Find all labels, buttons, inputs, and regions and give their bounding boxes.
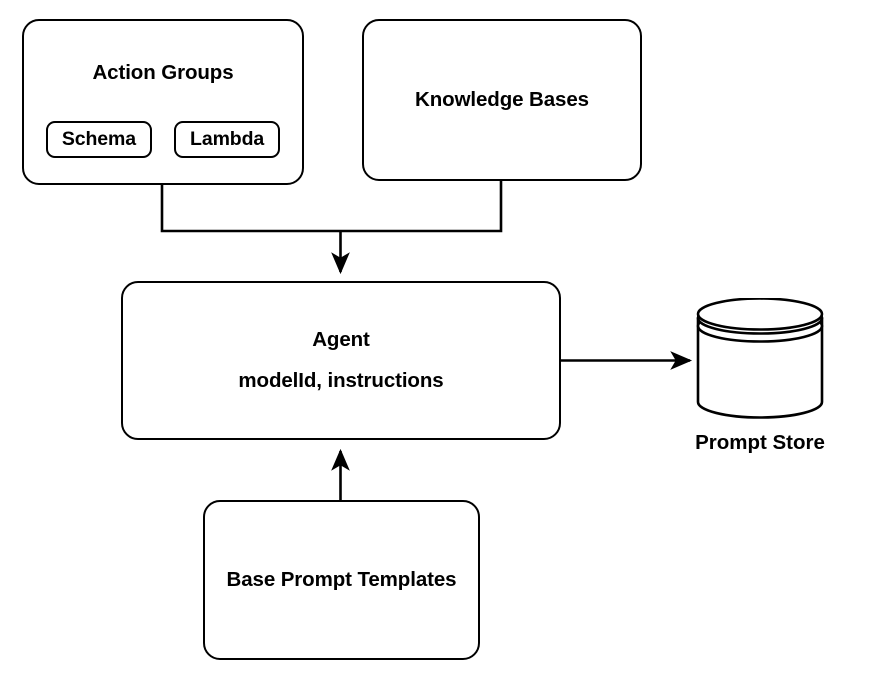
agent-subtitle: modelId, instructions (238, 369, 444, 392)
prompt-store-label: Prompt Store (695, 431, 825, 454)
lambda-label: Lambda (190, 128, 265, 150)
node-action-groups[interactable]: Action Groups Schema Lambda (22, 19, 304, 185)
node-base-prompt-templates[interactable]: Base Prompt Templates (203, 500, 480, 660)
node-knowledge-bases[interactable]: Knowledge Bases (362, 19, 642, 181)
action-groups-children: Schema Lambda (24, 121, 302, 158)
knowledge-bases-label: Knowledge Bases (415, 88, 589, 111)
base-prompt-templates-label: Base Prompt Templates (226, 568, 457, 591)
node-agent[interactable]: Agent modelId, instructions (121, 281, 561, 440)
database-icon (696, 298, 824, 419)
node-schema[interactable]: Schema (45, 121, 153, 158)
node-lambda[interactable]: Lambda (174, 121, 281, 158)
agent-title: Agent (312, 328, 370, 351)
action-groups-label: Action Groups (92, 61, 234, 84)
schema-label: Schema (61, 128, 137, 150)
edge-sources-to-agent (160, 181, 503, 275)
node-prompt-store[interactable] (694, 298, 826, 458)
